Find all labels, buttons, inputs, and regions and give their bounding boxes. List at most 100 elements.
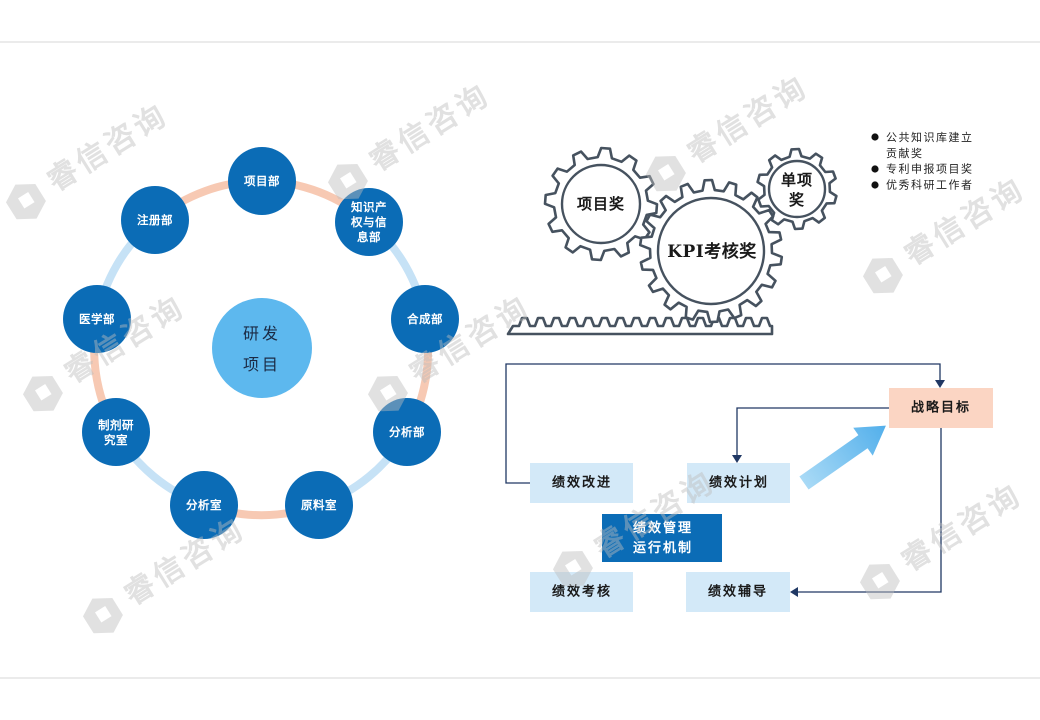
award-list-text: 专利申报项目奖: [886, 162, 974, 176]
dept-node-raw-material: 原料室: [285, 471, 353, 539]
dept-node-label: 知识产权与信息部: [350, 200, 387, 244]
box-plan-bg: [687, 463, 790, 503]
dept-node-line: 制剂研: [98, 418, 134, 432]
box-mechanism-bg: [602, 514, 722, 562]
watermark-text: 睿信咨询: [41, 97, 175, 199]
dept-node-label: 注册部: [137, 213, 173, 227]
watermarks: 睿信咨询 睿信咨询 睿信咨询 睿信咨询 睿信咨询 睿信咨询 睿信咨询 睿信咨询: [5, 69, 1032, 634]
rd-center-label: 研发项目: [243, 324, 281, 374]
dept-node-circle: [391, 285, 459, 353]
dept-node-line: 究室: [104, 433, 128, 447]
rd-center-circle: [212, 298, 312, 398]
watermark-text: 睿信咨询: [363, 77, 497, 179]
box-assessment-bg: [530, 572, 633, 612]
box-plan-label: 绩效计划: [709, 475, 769, 491]
watermark-logo-icon: [5, 183, 46, 220]
bottom-divider: [0, 677, 1040, 679]
award-gears: 项目奖 单项奖 KPI考核奖: [506, 146, 838, 336]
bullet-dot: [871, 181, 879, 189]
gear-single-award-label: 单项奖: [781, 171, 813, 209]
dept-node-label: 制剂研究室: [98, 418, 134, 447]
box-assessment-label: 绩效考核: [552, 584, 612, 600]
dept-node-label: 医学部: [79, 312, 115, 326]
award-list: 公共知识库建立贡献奖 专利申报项目奖 优秀科研工作者: [871, 130, 974, 192]
gear-project-award-label: 项目奖: [577, 195, 625, 213]
arrowhead: [732, 455, 742, 463]
gear-kpi-award-hub: [656, 196, 766, 306]
award-list-item: 公共知识库建立贡献奖: [871, 130, 974, 160]
gear-kpi-award-label: KPI考核奖: [667, 241, 757, 262]
dept-node-circle: [63, 285, 131, 353]
dept-node-circle: [170, 471, 238, 539]
box-improvement: 绩效改进: [530, 463, 633, 503]
award-list-line: 贡献奖: [886, 146, 924, 160]
rd-center-line: 项目: [243, 355, 281, 374]
box-mechanism: 绩效管理运行机制: [602, 514, 722, 562]
watermark: 睿信咨询: [327, 77, 497, 200]
rd-center: 研发项目: [212, 298, 312, 398]
dept-node-label: 分析部: [389, 425, 425, 439]
dept-node-line: 息部: [357, 230, 381, 244]
dept-node-circle: [285, 471, 353, 539]
dept-node-medical: 医学部: [63, 285, 131, 353]
gear-rack: [506, 316, 774, 336]
gear-single-award-line: 奖: [789, 191, 805, 209]
dept-node-analysis-lab: 分析室: [170, 471, 238, 539]
award-list-text: 公共知识库建立贡献奖: [886, 130, 974, 160]
arrowhead: [790, 587, 798, 597]
box-strategic-goal: 战略目标: [889, 388, 993, 428]
gear-single-award-hub: [767, 159, 827, 219]
watermark-text: 睿信咨询: [895, 477, 1029, 579]
gear-single-award-line: 单项: [781, 171, 813, 189]
box-strategic-goal-label: 战略目标: [911, 400, 971, 416]
gear-single-award: 单项奖: [756, 147, 838, 231]
box-coaching-bg: [686, 572, 790, 612]
dept-node-circle: [228, 147, 296, 215]
watermark: 睿信咨询: [82, 511, 252, 634]
dept-node-project: 项目部: [228, 147, 296, 215]
dept-node-line: 知识产: [350, 200, 387, 214]
rd-center-line: 研发: [243, 324, 281, 343]
watermark-logo-icon: [862, 257, 903, 294]
box-assessment: 绩效考核: [530, 572, 633, 612]
gear-project-award: 项目奖: [543, 146, 659, 262]
dept-node-circle: [82, 398, 150, 466]
arrowhead: [935, 380, 945, 388]
dept-node-registration: 注册部: [121, 186, 189, 254]
award-list-text: 优秀科研工作者: [886, 178, 974, 192]
dept-node-synthesis: 合成部: [391, 285, 459, 353]
gear-kpi-award: KPI考核奖: [638, 178, 784, 324]
box-improvement-bg: [530, 463, 633, 503]
performance-cycle: 战略目标 绩效计划 绩效改进 绩效管理运行机制 绩效考核 绩效辅导: [505, 363, 993, 612]
dept-node-ip-info: 知识产权与信息部: [335, 188, 403, 256]
dept-node-label: 分析室: [186, 498, 222, 512]
dept-node-formulation: 制剂研究室: [82, 398, 150, 466]
feedback-line-improvement-to-strategy: [505, 363, 941, 484]
box-plan: 绩效计划: [687, 463, 790, 503]
dept-node-label: 原料室: [301, 498, 337, 512]
award-list-line: 公共知识库建立: [886, 130, 974, 144]
box-mechanism-line: 绩效管理: [633, 520, 693, 536]
box-improvement-label: 绩效改进: [552, 475, 612, 491]
rd-departments: 项目部 知识产权与信息部 合成部 分析部 原料室 分析室 制剂研究室 医学部: [63, 147, 459, 539]
dept-node-label: 项目部: [244, 174, 280, 188]
award-list-item: 优秀科研工作者: [871, 178, 974, 192]
award-list-item: 专利申报项目奖: [871, 162, 974, 176]
dept-node-circle: [373, 398, 441, 466]
dept-node-label: 合成部: [407, 312, 443, 326]
bullet-dot: [871, 165, 879, 173]
flow-line-strategy-to-plan: [736, 407, 889, 456]
box-coaching: 绩效辅导: [686, 572, 790, 612]
bullet-dot: [871, 133, 879, 141]
watermark: 睿信咨询: [859, 477, 1029, 600]
gear-project-award-hub: [560, 163, 642, 245]
dept-node-line: 权与信: [350, 215, 387, 229]
box-strategic-goal-bg: [889, 388, 993, 428]
dept-node-circle: [121, 186, 189, 254]
dept-node-analysis: 分析部: [373, 398, 441, 466]
box-mechanism-line: 运行机制: [633, 540, 693, 556]
top-divider: [0, 41, 1040, 43]
dept-node-circle: [335, 188, 403, 256]
